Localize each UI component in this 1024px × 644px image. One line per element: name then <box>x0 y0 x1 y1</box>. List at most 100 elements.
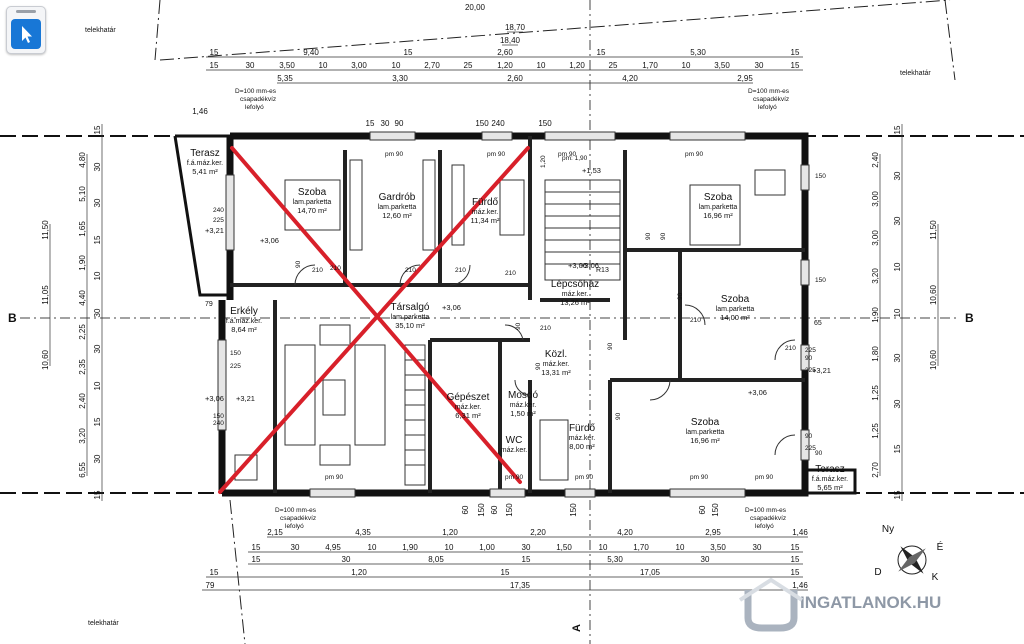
compass-rose <box>897 545 927 575</box>
room-name: Fürdő <box>569 423 596 434</box>
boundary-label: telekhatár <box>88 620 119 627</box>
dimension-bottom-row2-label: 10 <box>445 543 454 552</box>
dimension-bottom-misc: 150 <box>569 503 578 517</box>
dimension-top-row3-label: 9,40 <box>303 48 319 57</box>
room-area: 13,31 m² <box>541 368 571 377</box>
dimension-top-row1-label: 18,70 <box>505 23 526 32</box>
door-swings <box>294 264 796 456</box>
stair-headroom: pm: 1,90 <box>562 155 588 162</box>
furniture <box>234 159 786 481</box>
dimension-right-inner-label: 2,70 <box>871 462 880 478</box>
dimension-right-inner-label: 3,20 <box>871 268 880 284</box>
room-floor: lam.parketta <box>378 204 417 211</box>
room-name: Fürdő <box>472 197 499 208</box>
window-size: 225 <box>805 445 816 452</box>
dimension-bottom-row3-label: 8,05 <box>428 555 444 564</box>
room-name: Erkély <box>230 306 258 317</box>
dimension-right-small-label: 15 <box>893 490 902 499</box>
dimension-top-row4-label: 2,70 <box>424 61 440 70</box>
dimension-left-inner-label: 2,35 <box>78 359 87 375</box>
dimension-top-row4-label: 3,00 <box>351 61 367 70</box>
door-size: 210 <box>505 270 516 277</box>
misc-label: 79 <box>205 301 213 308</box>
dimension-left-small-label: 30 <box>93 198 102 207</box>
dimension-top-row4-label: 15 <box>210 61 219 70</box>
dimension-right-inner-label: 3,00 <box>871 230 880 246</box>
dimension-bottom-row2-label: 4,95 <box>325 543 341 552</box>
dimension-top-row3-label: 2,60 <box>497 48 513 57</box>
dimension-top-misc: 150 <box>538 119 552 128</box>
dimension-right-inner-label: 3,00 <box>871 191 880 207</box>
dimension-bottom-row2-label: 10 <box>676 543 685 552</box>
drainage-note: csapadékvíz <box>280 515 316 522</box>
door-size: 210 <box>455 267 466 274</box>
dimension-top-row4-label: 1,20 <box>497 61 513 70</box>
room-area: 14,00 m² <box>720 313 750 322</box>
room-name: Szoba <box>298 187 327 198</box>
dimension-right-inner-label: 1,25 <box>871 385 880 401</box>
dimension-top-row4-label: 10 <box>319 61 328 70</box>
window-size: 225 <box>805 367 816 374</box>
dimension-right-inner-label: 2,40 <box>871 152 880 168</box>
room-name: Terasz <box>815 464 844 475</box>
drainage-note: D=100 mm-es <box>275 507 317 514</box>
dimension-left-small-label: 15 <box>93 235 102 244</box>
dimension-right-inner-label: 1,25 <box>871 423 880 439</box>
pointer-tool-button[interactable] <box>6 6 46 54</box>
misc-label: 65 <box>814 320 822 327</box>
drainage-note: D=100 mm-es <box>748 88 790 95</box>
windows <box>217 131 810 498</box>
window-size: 225 <box>230 363 241 370</box>
dimension-top-row3-label: 15 <box>791 48 800 57</box>
dimension-bottom-row3-label: 15 <box>522 555 531 564</box>
dimension-bottom-row5-label: 17,35 <box>510 581 531 590</box>
dimension-top-row3-label: 15 <box>597 48 606 57</box>
drainage-note: lefolyó <box>758 104 777 111</box>
dimension-top-row4-label: 25 <box>609 61 618 70</box>
room-area: 5,41 m² <box>192 167 218 176</box>
level-mark: +3,06 <box>580 261 599 270</box>
dimension-left-small-label: 30 <box>93 308 102 317</box>
room-area: 13,26 m² <box>560 298 590 307</box>
window-size: 240 <box>213 420 224 427</box>
dimension-bottom-row1-label: 2,95 <box>705 528 721 537</box>
staircase <box>404 179 621 486</box>
room-floor: máz.ker. <box>472 209 499 216</box>
drag-handle[interactable] <box>16 10 36 13</box>
dimension-bottom-misc: 60 <box>698 505 707 514</box>
dimension-bottom-misc: 150 <box>505 503 514 517</box>
dimension-bottom-row2-label: 15 <box>791 543 800 552</box>
door-size: 90 <box>615 412 622 420</box>
room-floor: f.á.máz.ker. <box>812 476 848 483</box>
window-size: 150 <box>815 277 826 284</box>
door-size: 90 <box>295 260 302 268</box>
dimension-top-row2-label: 18,40 <box>500 36 521 45</box>
room-area: 12,60 m² <box>382 211 412 220</box>
dimension-top-misc: 1,46 <box>192 107 208 116</box>
room-floor: máz.ker. <box>562 291 589 298</box>
dimension-top-row5-label: 4,20 <box>622 74 638 83</box>
dimension-left-small-label: 15 <box>93 417 102 426</box>
boundary-label: telekhatár <box>900 70 931 77</box>
dimension-left-small-label: 10 <box>93 271 102 280</box>
boundary-label: telekhatár <box>85 27 116 34</box>
dimension-top-row3-label: 15 <box>210 48 219 57</box>
door-size: 90 <box>660 232 667 240</box>
room-area: 8,00 m² <box>569 442 595 451</box>
dimension-top-row4-label: 30 <box>246 61 255 70</box>
room-floor: lam.parketta <box>716 306 755 313</box>
window-tag: pm 90 <box>685 151 703 158</box>
dimension-bottom-row1-label: 4,20 <box>617 528 633 537</box>
dimension-right-small-label: 15 <box>893 125 902 134</box>
window-tag: pm 90 <box>575 474 593 481</box>
dimension-left-inner-label: 1,65 <box>78 221 87 237</box>
dimension-right-small-label: 15 <box>893 444 902 453</box>
drainage-note: csapadékvíz <box>750 515 786 522</box>
room-area: 8,64 m² <box>231 325 257 334</box>
dimension-bottom-row4-label: 17,05 <box>640 568 661 577</box>
dimension-bottom-row2-label: 10 <box>599 543 608 552</box>
stair-label: R13 <box>596 267 609 274</box>
door-size: 90 <box>677 292 684 300</box>
dimension-bottom-row2-label: 10 <box>368 543 377 552</box>
room-name: Közl. <box>545 349 567 360</box>
